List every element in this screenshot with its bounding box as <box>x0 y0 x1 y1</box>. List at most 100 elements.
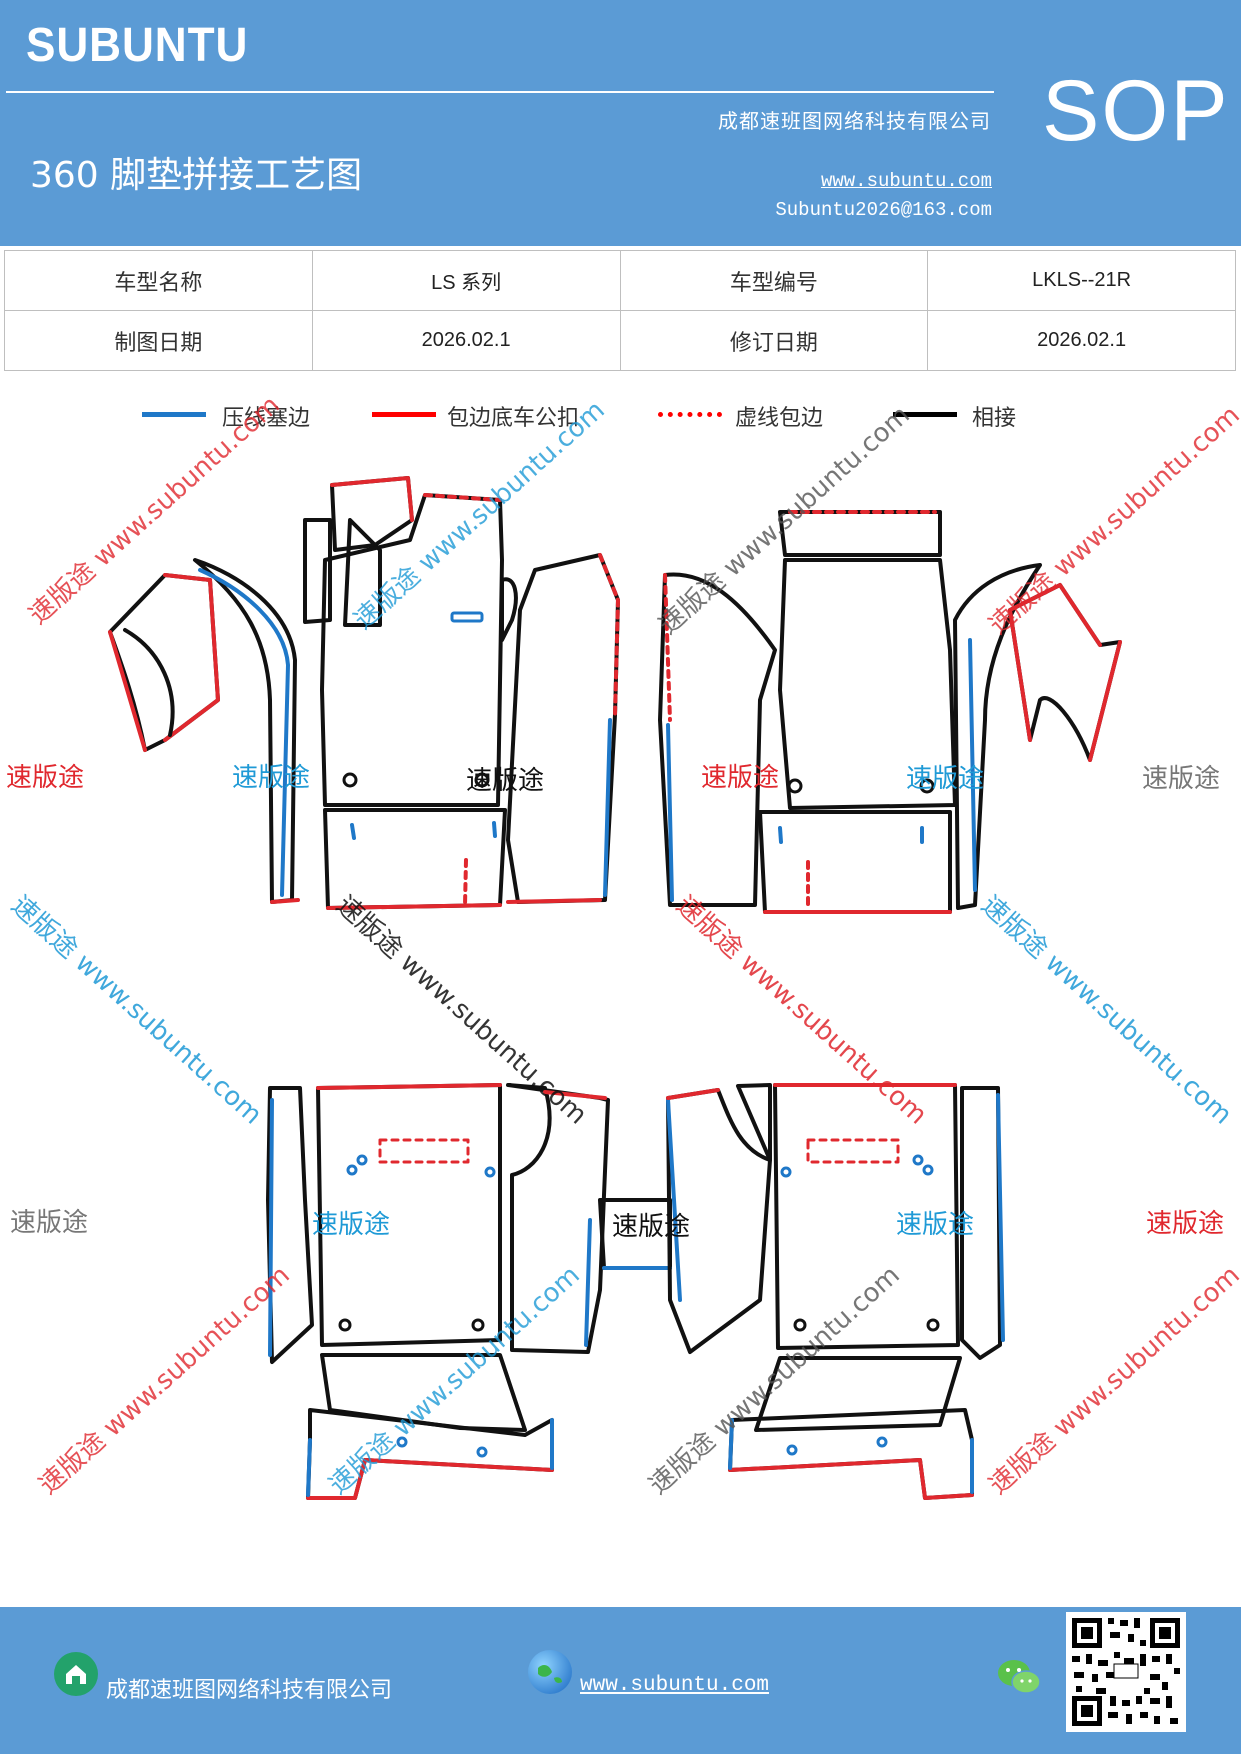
header-website-link[interactable]: www.subuntu.com <box>820 170 992 192</box>
draw-date-value: 2026.02.1 <box>311 310 621 371</box>
legend-swatch-red-dotted <box>658 412 722 417</box>
watermark: 速版途 <box>896 1210 975 1240</box>
mat-piece <box>754 1356 962 1432</box>
header-divider <box>6 91 994 93</box>
mat-edge-red <box>506 898 602 904</box>
mat-hole-blue <box>780 1166 792 1178</box>
watermark: 速版途 <box>906 764 985 794</box>
mat-edge-red <box>1008 583 1122 762</box>
mat-piece <box>108 573 220 752</box>
legend-label: 包边底车公扣 <box>447 406 580 431</box>
document-title: 360 脚垫拼接工艺图 <box>30 155 363 196</box>
mat-piece <box>343 518 382 627</box>
mat-marker-blue <box>492 821 497 838</box>
mat-hole <box>787 778 803 794</box>
mat-piece <box>266 1086 314 1364</box>
qr-code[interactable] <box>1066 1612 1186 1732</box>
mat-piece <box>320 1353 527 1432</box>
watermark: 速版途 <box>232 763 311 793</box>
floor-mat-diagram <box>108 476 1122 1500</box>
revision-date-value: 2026.02.1 <box>927 310 1236 371</box>
model-code-value: LKLS--21R <box>927 250 1236 311</box>
globe-icon <box>528 1650 572 1694</box>
header-banner: SUBUNTU 360 脚垫拼接工艺图 成都速班图网络科技有限公司 www.su… <box>0 0 1241 246</box>
mat-hole <box>926 1318 940 1332</box>
revision-date-label: 修订日期 <box>619 310 929 371</box>
mat-edge-red <box>326 903 502 910</box>
draw-date-label: 制图日期 <box>4 310 313 371</box>
home-icon <box>54 1652 98 1696</box>
model-name-value: LS 系列 <box>311 250 621 311</box>
footer-website-link[interactable]: www.subuntu.com <box>580 1674 770 1697</box>
watermark: 速版途 <box>6 763 85 793</box>
mat-marker-blue <box>778 826 783 844</box>
mat-hole-blue <box>396 1436 408 1448</box>
mat-hole-blue <box>476 1446 488 1458</box>
mat-edge-red <box>666 1088 720 1100</box>
mat-hole-blue <box>922 1164 934 1176</box>
legend-label: 相接 <box>972 406 1017 431</box>
mat-hole-blue <box>912 1154 924 1166</box>
header-company-name: 成都速班图网络科技有限公司 <box>718 109 991 133</box>
mat-piece <box>303 518 332 624</box>
mat-marker-red-dotted <box>806 1138 900 1164</box>
brand-logo: SUBUNTU <box>26 19 249 72</box>
mat-piece <box>500 577 518 642</box>
mat-edge-red <box>316 1083 502 1090</box>
mat-edge-red <box>270 898 300 904</box>
legend-label: 压线塞边 <box>222 406 311 431</box>
mat-hole <box>793 1318 807 1332</box>
mat-edge-blue <box>968 638 977 892</box>
mat-edge-red <box>728 1458 974 1500</box>
mat-piece <box>666 1088 772 1354</box>
model-code-label: 车型编号 <box>619 250 929 311</box>
mat-edge-blue <box>268 1098 274 1357</box>
mat-edge-red <box>330 476 414 522</box>
mat-piece <box>320 493 504 807</box>
footer-company-name: 成都速班图网络科技有限公司 <box>106 1678 393 1703</box>
vehicle-info-table: 车型名称 LS 系列 车型编号 LKLS--21R 制图日期 2026.02.1… <box>4 250 1236 371</box>
watermark: 速版途 <box>612 1212 691 1242</box>
mat-edge-blue <box>666 723 674 902</box>
watermark: 速版途 <box>701 763 780 793</box>
mat-piece <box>960 1086 1002 1360</box>
mat-edge-blue <box>666 1098 682 1302</box>
header-email[interactable]: Subuntu2026@163.com <box>775 199 992 221</box>
footer-banner: 成都速班图网络科技有限公司 www.subuntu.com <box>0 1607 1241 1754</box>
mat-hole <box>471 1318 485 1332</box>
mat-hole-blue <box>876 1436 888 1448</box>
table-row: 车型名称 LS 系列 车型编号 LKLS--21R <box>4 250 1236 311</box>
mat-edge-blue <box>584 1218 592 1347</box>
mat-piece <box>658 572 777 907</box>
mat-edge-red <box>108 573 220 752</box>
mat-hole-blue <box>356 1154 368 1166</box>
watermark: 速版途 <box>1142 764 1221 794</box>
legend-swatch-black <box>893 412 957 417</box>
mat-hole-blue <box>346 1164 358 1176</box>
mat-marker-blue <box>350 823 356 840</box>
watermark: 速版途 <box>10 1208 89 1238</box>
mat-edge-blue <box>306 1418 554 1497</box>
watermark: 速版途 <box>466 766 545 796</box>
mat-piece <box>123 628 175 737</box>
legend-swatch-blue <box>142 412 206 417</box>
legend-swatch-red <box>372 412 436 417</box>
mat-piece <box>506 553 620 904</box>
mat-edge-red-dotted <box>598 553 620 717</box>
wechat-icon[interactable] <box>996 1657 1042 1697</box>
sop-badge: SOP <box>1042 63 1230 159</box>
watermark: 速版途 <box>312 1210 391 1240</box>
mat-piece <box>736 1083 772 1162</box>
watermark: 速版途 <box>1146 1209 1225 1239</box>
mat-hole-blue <box>786 1444 798 1456</box>
mat-edge-red <box>306 1458 554 1500</box>
mat-hole <box>919 778 935 794</box>
mat-edge-blue <box>603 718 612 897</box>
mat-hole <box>342 772 358 788</box>
mat-edge-blue <box>728 1418 974 1494</box>
mat-marker-blue <box>450 611 484 623</box>
mat-marker-red-dotted <box>378 1138 470 1164</box>
model-name-label: 车型名称 <box>4 250 313 311</box>
mat-edge-red-dotted <box>423 493 502 502</box>
mat-hole <box>338 1318 352 1332</box>
